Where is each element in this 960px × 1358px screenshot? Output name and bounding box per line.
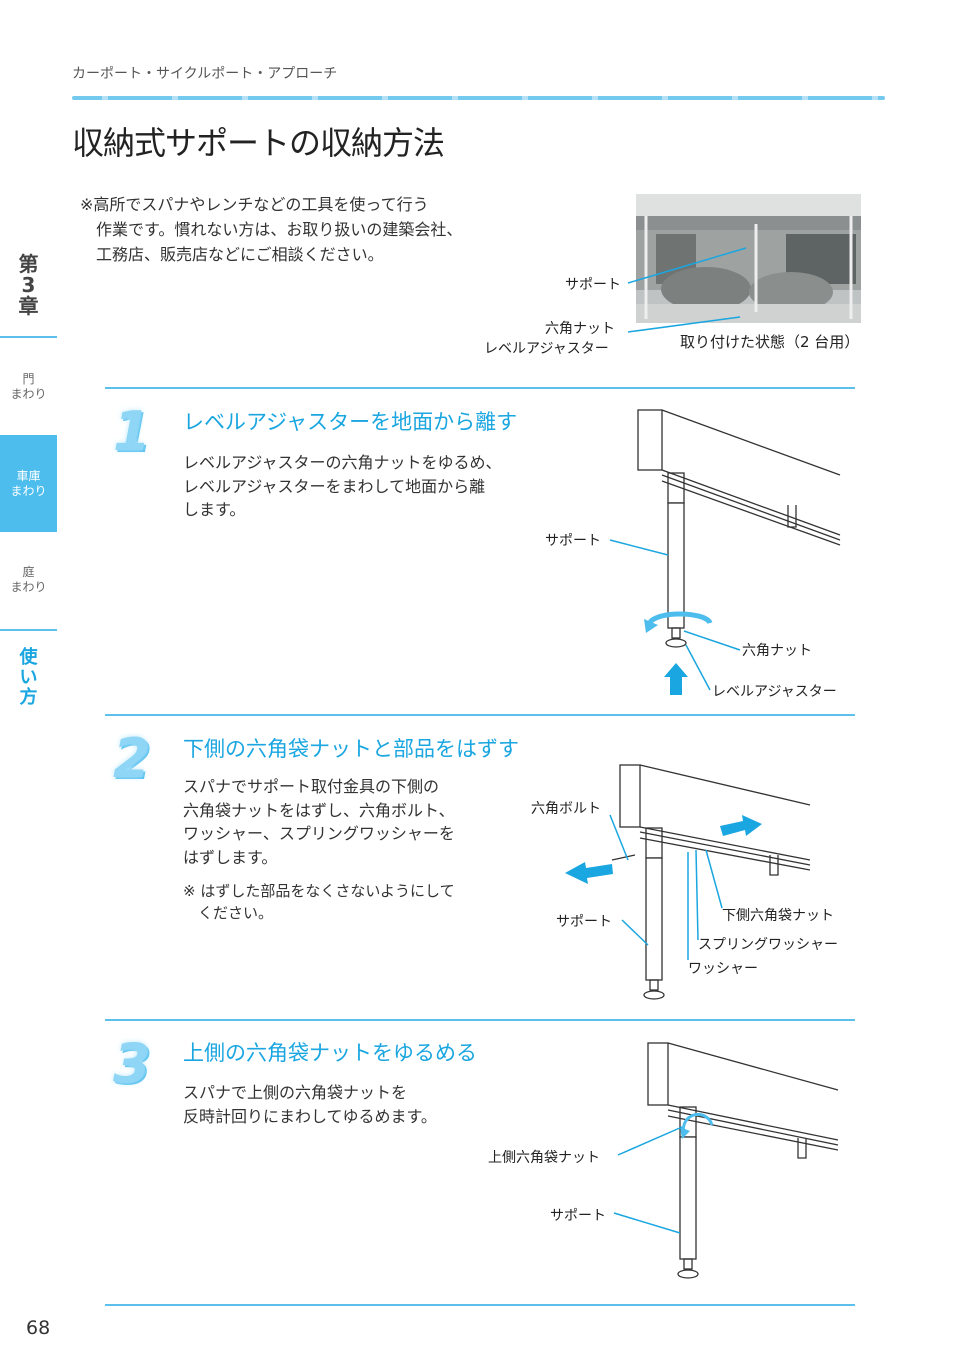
step1-diagram	[609, 409, 841, 695]
label-level-adjuster: レベルアジャスター	[484, 341, 609, 357]
chapter-char: 第	[18, 252, 39, 276]
label-washer: ワッシャー	[688, 961, 758, 977]
sidebar-divider	[0, 629, 57, 631]
label-hex-bolt: 六角ボルト	[531, 801, 601, 817]
sidebar-divider	[0, 336, 57, 338]
breadcrumb: カーポート・サイクルポート・アプローチ	[72, 66, 338, 82]
sidebar-item-label: 車庫	[16, 468, 41, 483]
sidebar-item-garden[interactable]: 庭 まわり	[0, 565, 57, 595]
page-title: 収納式サポートの収納方法	[72, 124, 445, 162]
sidebar-item-label: 方	[19, 687, 38, 708]
label-level-adjuster: レベルアジャスター	[712, 684, 837, 700]
chapter-char: 章	[18, 294, 39, 318]
step2-diagram	[565, 764, 811, 1000]
sidebar-item-label: 門	[22, 372, 35, 386]
step-title: 上側の六角袋ナットをゆるめる	[183, 1041, 477, 1065]
section-divider	[105, 1019, 855, 1021]
step-number: 1	[113, 400, 151, 463]
section-divider	[105, 387, 855, 389]
sidebar-item-label: 使	[19, 647, 38, 668]
step-number: 2	[113, 727, 151, 790]
chapter-number: 3	[21, 273, 36, 297]
chapter-label: 第 3 章	[0, 254, 57, 317]
step-title: 下側の六角袋ナットと部品をはずす	[183, 737, 519, 761]
step-note: ※ はずした部品をなくさないようにして ください。	[183, 882, 455, 922]
sidebar-item-label: まわり	[10, 387, 47, 401]
sidebar-item-label: まわり	[10, 580, 47, 594]
sidebar-item-usage[interactable]: 使 い 方	[0, 648, 57, 708]
label-hex-nut: 六角ナット	[545, 321, 615, 337]
label-hex-nut: 六角ナット	[742, 643, 812, 659]
step-number: 3	[113, 1032, 151, 1095]
label-support: サポート	[556, 914, 612, 930]
step-body: レベルアジャスターの六角ナットをゆるめ、 レベルアジャスターをまわして地面から離…	[183, 453, 502, 519]
photo-leader-lines	[627, 247, 747, 333]
section-divider	[105, 714, 855, 716]
label-support: サポート	[565, 277, 621, 293]
sidebar-item-label: い	[19, 667, 38, 688]
carport-photo	[636, 194, 861, 323]
label-support: サポート	[545, 533, 601, 549]
sidebar-item-label: まわり	[10, 483, 47, 498]
photo-caption: 取り付けた状態（2 台用）	[680, 333, 860, 351]
header-divider	[72, 96, 885, 100]
page-number: 68	[26, 1317, 51, 1339]
sidebar-item-gate[interactable]: 門 まわり	[0, 372, 57, 402]
step-body: スパナで上側の六角袋ナットを 反時計回りにまわしてゆるめます。	[183, 1083, 437, 1126]
section-divider	[105, 1304, 855, 1306]
step3-diagram	[613, 1042, 839, 1279]
sidebar-item-garage[interactable]: 車庫 まわり	[0, 435, 57, 532]
caution-note: ※高所でスパナやレンチなどの工具を使って行う 作業です。慣れない方は、お取り扱い…	[80, 195, 463, 264]
label-upper-nut: 上側六角袋ナット	[488, 1150, 600, 1166]
sidebar-item-label: 庭	[22, 565, 35, 579]
label-lower-nut: 下側六角袋ナット	[722, 908, 834, 924]
label-spring-washer: スプリングワッシャー	[698, 937, 838, 953]
step-title: レベルアジャスターを地面から離す	[183, 410, 518, 434]
label-support: サポート	[550, 1208, 606, 1224]
step-body: スパナでサポート取付金具の下側の 六角袋ナットをはずし、六角ボルト、 ワッシャー…	[183, 777, 455, 867]
